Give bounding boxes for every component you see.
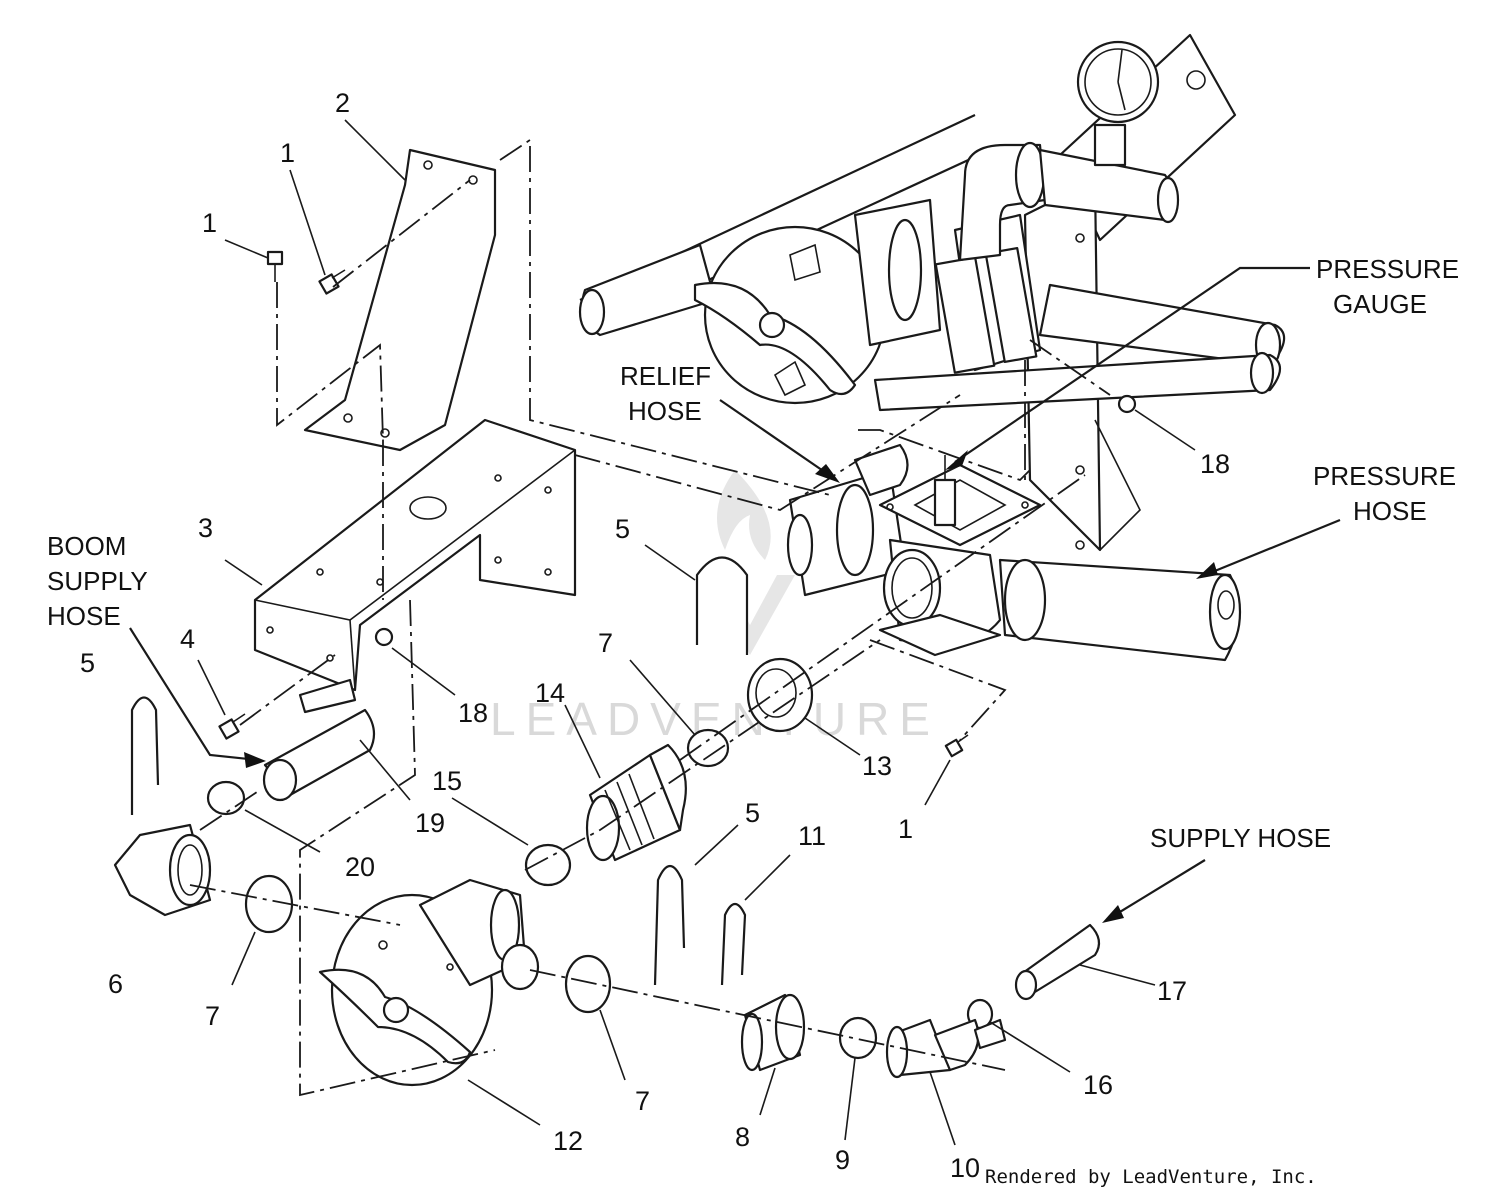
label-part-7a: 7 (598, 628, 613, 658)
gauge-fitting (933, 478, 957, 527)
label-part-5c: 5 (745, 798, 760, 828)
label-part-5a: 5 (80, 648, 95, 678)
label-part-5b: 5 (615, 514, 630, 544)
label-part-15: 15 (432, 766, 462, 796)
label-part-7b: 7 (205, 1001, 220, 1031)
upper-valve-handle (693, 281, 857, 396)
fitting-6 (113, 823, 212, 917)
callout-relief-hose-line1: RELIEF (620, 361, 711, 391)
callout-arrows (129, 266, 1341, 923)
label-part-2: 2 (335, 88, 350, 118)
assembly-lines (189, 138, 1111, 1097)
boom-supply-hose-19 (262, 708, 376, 802)
label-part-6: 6 (108, 969, 123, 999)
callout-labels: PRESSURE GAUGE RELIEF HOSE PRESSURE HOSE… (47, 254, 1459, 853)
gauge-stem (1093, 123, 1127, 167)
o-ring-9 (838, 1016, 878, 1060)
label-part-17: 17 (1157, 976, 1187, 1006)
label-part-9: 9 (835, 1145, 850, 1175)
bolt-4 (218, 713, 246, 740)
label-part-18a: 18 (458, 698, 488, 728)
o-ring-15 (524, 843, 572, 887)
main-valve-12 (318, 878, 540, 1087)
o-ring-7a (686, 728, 730, 768)
callout-boom-supply-line1: BOOM (47, 531, 126, 561)
u-clip-5b (695, 556, 749, 655)
label-part-7c: 7 (635, 1086, 650, 1116)
lower-valve-assembly (786, 443, 1242, 662)
nut-18a (374, 627, 394, 647)
label-part-16: 16 (1083, 1070, 1113, 1100)
bolt-1b (318, 269, 346, 295)
supply-hose-17 (1014, 923, 1101, 1001)
bracket-2 (303, 148, 497, 452)
label-part-20: 20 (345, 852, 375, 882)
bracket-3 (253, 418, 577, 714)
coupling-nut-13 (746, 657, 814, 733)
part-number-labels: 2 1 1 3 4 5 18 19 20 15 14 7 5 13 1 18 5… (80, 88, 1230, 1183)
callout-pressure-hose-line1: PRESSURE (1313, 461, 1456, 491)
clip-11 (720, 902, 747, 986)
clamp-20 (206, 780, 246, 816)
callout-supply-hose: SUPPLY HOSE (1150, 823, 1331, 853)
flange-plate (878, 463, 1042, 547)
label-part-4: 4 (180, 624, 195, 654)
label-part-3: 3 (198, 513, 213, 543)
label-part-19: 19 (415, 808, 445, 838)
label-part-1b: 1 (202, 208, 217, 238)
callout-boom-supply-line3: HOSE (47, 601, 121, 631)
callout-pressure-gauge-line1: PRESSURE (1316, 254, 1459, 284)
label-part-13: 13 (862, 751, 892, 781)
label-part-1a: 1 (280, 138, 295, 168)
bolt-1a (266, 250, 284, 282)
bolt-1c (944, 734, 969, 758)
label-part-18b: 18 (1200, 449, 1230, 479)
footer-credit: Rendered by LeadVenture, Inc. (985, 1166, 1317, 1188)
callout-pressure-gauge-line2: GAUGE (1333, 289, 1427, 319)
callout-pressure-hose-line2: HOSE (1353, 496, 1427, 526)
valve-base (878, 613, 1002, 657)
label-part-12: 12 (553, 1126, 583, 1156)
callout-boom-supply-line2: SUPPLY (47, 566, 148, 596)
callout-relief-hose-line2: HOSE (628, 396, 702, 426)
manifold-assembly (578, 33, 1286, 552)
nut-18b (1117, 394, 1137, 414)
label-part-14: 14 (535, 678, 565, 708)
u-clip-5c (653, 864, 686, 986)
vertical-plate (1023, 178, 1102, 552)
hose-barb-14 (585, 743, 687, 862)
leader-lines (197, 119, 1196, 1146)
label-part-10: 10 (950, 1153, 980, 1183)
u-clip-5a (130, 696, 160, 815)
label-part-1c: 1 (898, 814, 913, 844)
label-part-11: 11 (798, 821, 826, 851)
adapter-8 (740, 993, 806, 1072)
label-part-8: 8 (735, 1122, 750, 1152)
o-ring-7c (564, 954, 612, 1014)
